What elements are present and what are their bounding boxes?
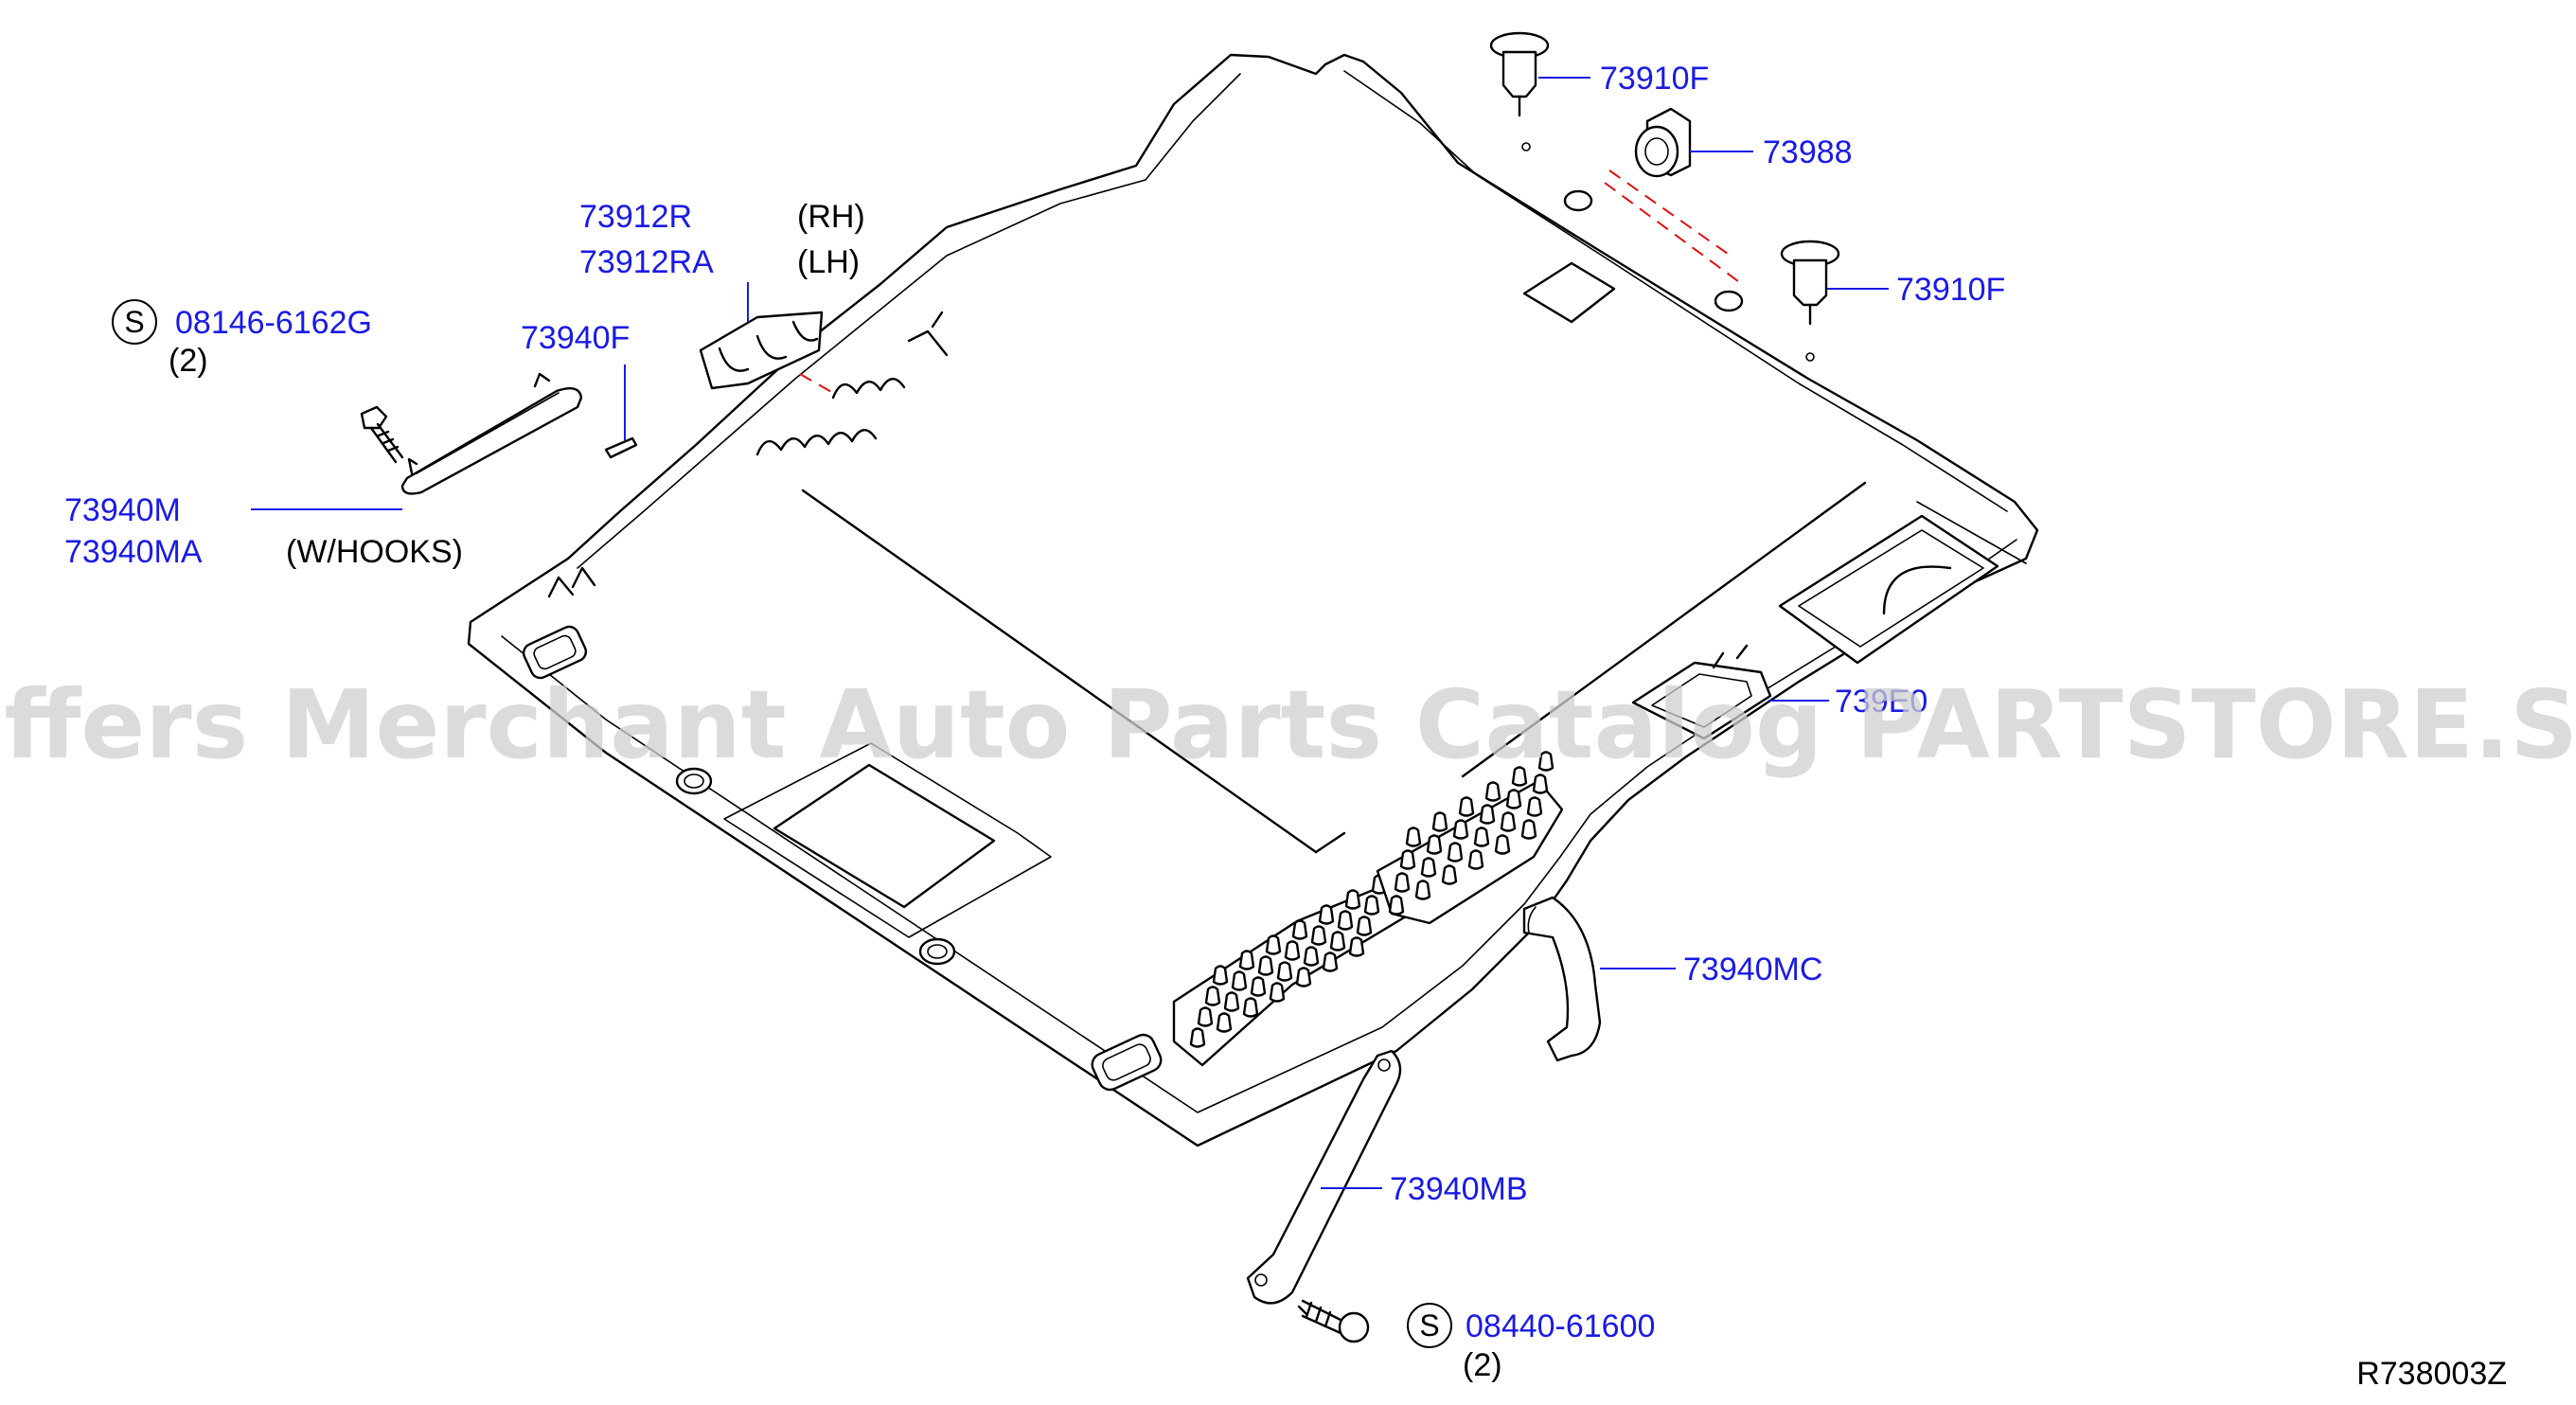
dashed-links <box>799 169 1743 394</box>
leader-lines <box>251 77 1889 1189</box>
clip-cone <box>1479 804 1496 825</box>
clip-cone <box>1500 811 1517 832</box>
clip-cone <box>1216 1012 1233 1033</box>
qty-08146: (2) <box>169 343 208 379</box>
label-08440-61600[interactable]: 08440-61600 <box>1466 1308 1655 1344</box>
label-73912ra[interactable]: 73912RA <box>579 244 714 280</box>
clip-cone <box>1257 955 1274 976</box>
assist-grip-73940mc <box>1522 896 1602 1062</box>
label-73940mb[interactable]: 73940MB <box>1390 1171 1528 1207</box>
clip-cone <box>1441 864 1458 885</box>
clip-cone <box>1473 827 1490 847</box>
clip-cone <box>1344 889 1361 910</box>
clip-cone <box>1303 946 1320 967</box>
sunvisor-holder-73912r <box>699 311 824 390</box>
screw-08440 <box>1297 1299 1370 1343</box>
clip-cone <box>1467 849 1484 870</box>
clip-cone <box>1394 872 1411 893</box>
label-739e0[interactable]: 739E0 <box>1835 684 1928 720</box>
clip-cluster-right <box>1376 751 1564 925</box>
clip-cone <box>1537 751 1554 772</box>
s-symbol-08146: S <box>112 299 157 345</box>
assist-grip-73940m <box>400 372 583 495</box>
clip-cone <box>1291 919 1308 940</box>
qty-08440: (2) <box>1463 1347 1502 1383</box>
clip-cone <box>1212 965 1229 986</box>
label-73912r[interactable]: 73912R <box>579 199 692 235</box>
clip-cluster-left <box>1172 874 1412 1067</box>
clip-cone <box>1231 970 1248 991</box>
clip-cone <box>1318 904 1335 925</box>
bolt-08146 <box>360 405 404 464</box>
clip-cone <box>1484 781 1501 802</box>
clip-cone <box>1276 961 1293 982</box>
rail-ribs <box>755 311 949 456</box>
clip-cone <box>1363 895 1380 916</box>
label-73988[interactable]: 73988 <box>1763 134 1853 170</box>
label-73910f-right[interactable]: 73910F <box>1896 272 2005 308</box>
label-73940ma[interactable]: 73940MA <box>64 534 203 570</box>
clip-cone <box>1223 991 1240 1012</box>
s-symbol-08440: S <box>1407 1303 1452 1348</box>
label-73940m[interactable]: 73940M <box>64 492 181 528</box>
clip-cone <box>1452 819 1469 840</box>
clip-73910f-right <box>1780 240 1840 362</box>
clip-cone <box>1399 849 1416 870</box>
assist-grip-73940mb <box>1246 1049 1402 1305</box>
clip-cone <box>1388 895 1405 916</box>
diagram-code: R738003Z <box>2356 1356 2507 1392</box>
clip-cone <box>1242 997 1259 1018</box>
clip-cone <box>1322 951 1339 972</box>
clip-cone <box>1337 910 1354 931</box>
cap-73940f <box>604 436 638 459</box>
clip-cone <box>1310 925 1327 946</box>
clip-cone <box>1295 967 1312 987</box>
clip-cone <box>1414 880 1431 900</box>
clip-cone <box>1458 796 1475 817</box>
clip-cone <box>1329 931 1346 951</box>
clip-cone <box>1284 940 1301 961</box>
note-w-hooks: (W/HOOKS) <box>286 534 463 570</box>
note-lh: (LH) <box>797 244 860 280</box>
clip-cone <box>1526 796 1543 817</box>
clip-73910f-top <box>1489 31 1550 151</box>
clip-cone <box>1420 857 1437 878</box>
clip-cone <box>1189 1027 1206 1048</box>
clip-cone <box>1505 789 1522 809</box>
clip-cone <box>1532 774 1549 794</box>
label-73910f-top[interactable]: 73910F <box>1600 61 1709 97</box>
clip-cone <box>1426 834 1443 855</box>
label-08146-6162g[interactable]: 08146-6162G <box>175 305 372 341</box>
clip-cone <box>1204 986 1221 1006</box>
clip-cone <box>1348 936 1365 957</box>
label-73940f[interactable]: 73940F <box>521 320 630 356</box>
clip-cone <box>1265 934 1282 955</box>
clip-cone <box>1269 982 1286 1003</box>
headlining-panel <box>467 53 2039 1147</box>
clip-cone <box>1238 950 1255 970</box>
clip-cone <box>1511 766 1528 787</box>
clip-cone <box>1431 811 1448 832</box>
grommet-73988 <box>1563 107 1744 312</box>
clip-cone <box>1197 1006 1214 1027</box>
label-73940mc[interactable]: 73940MC <box>1683 951 1822 987</box>
clip-cone <box>1447 842 1464 863</box>
clip-cone <box>1356 916 1373 936</box>
clip-cone <box>1250 976 1267 997</box>
clip-cone <box>1405 827 1422 847</box>
watermark: Offers Merchant Auto Parts Catalog PARTS… <box>0 669 2576 780</box>
clip-cone <box>1494 834 1511 855</box>
svg-text:S: S <box>1419 1308 1439 1343</box>
svg-text:S: S <box>124 305 144 339</box>
note-rh: (RH) <box>797 199 865 235</box>
clip-cone <box>1520 819 1537 840</box>
